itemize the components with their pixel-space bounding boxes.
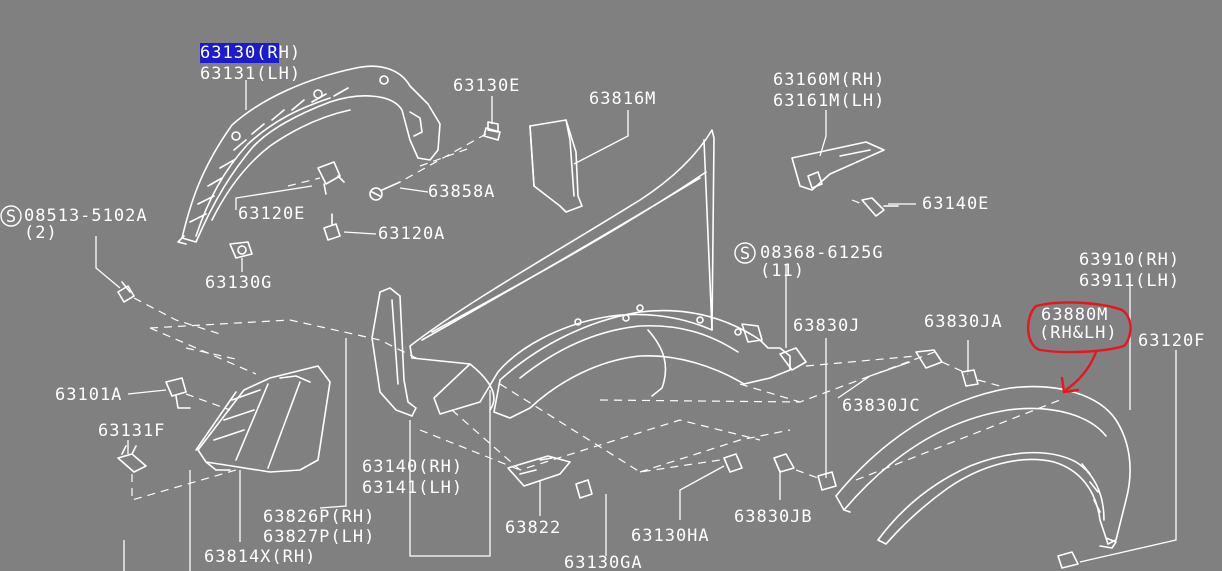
label-63830ja[interactable]: 63830JA	[924, 312, 1003, 332]
label-08513-qty: (2)	[24, 223, 58, 243]
label-63130-rh[interactable]: 63130(RH)	[200, 43, 302, 63]
label-63130e[interactable]: 63130E	[453, 76, 521, 96]
label-63130ha[interactable]: 63130HA	[631, 526, 710, 546]
label-08513-5102a[interactable]: 08513-5102A	[24, 206, 148, 226]
clip-63830j	[779, 347, 807, 371]
fender-extension-63140	[371, 287, 417, 417]
label-63141-lh[interactable]: 63141(LH)	[362, 478, 464, 498]
label-63120f[interactable]: 63120F	[1138, 331, 1206, 351]
label-63830jc[interactable]: 63830JC	[842, 396, 921, 416]
bracket-63160m	[791, 141, 885, 191]
label-63814x-rh[interactable]: 63814X(RH)	[204, 547, 317, 567]
label-63131-lh[interactable]: 63131(LH)	[200, 64, 302, 84]
clip-63131f	[117, 445, 147, 473]
screw-63120a	[323, 213, 341, 241]
highlighted-part-number[interactable]: 63130(R	[200, 43, 279, 63]
bracket-63120e	[317, 161, 345, 195]
clip-63830ja	[915, 349, 979, 387]
label-63140-rh[interactable]: 63140(RH)	[362, 457, 464, 477]
inner-fender-liner	[177, 65, 441, 245]
s-symbol-label-2: S	[739, 244, 752, 264]
screw-63140e	[861, 197, 899, 217]
clip-63830jb	[773, 453, 837, 491]
clip-63101a	[165, 377, 191, 409]
dashed-guide-lines	[131, 133, 1061, 501]
label-63130ga[interactable]: 63130GA	[564, 553, 643, 571]
label-63880m[interactable]: 63880M	[1041, 305, 1109, 325]
label-63140e[interactable]: 63140E	[922, 194, 990, 214]
s-symbol-circles	[0, 205, 756, 264]
label-63120e[interactable]: 63120E	[238, 204, 306, 224]
label-63101a[interactable]: 63101A	[55, 385, 123, 405]
bracket-63822	[507, 455, 571, 487]
seal-63816m	[529, 119, 583, 213]
label-08368-6125g[interactable]: 08368-6125G	[760, 243, 884, 263]
screw-63130ga	[575, 479, 593, 499]
s-symbol-label: S	[5, 207, 18, 227]
label-63911-lh[interactable]: 63911(LH)	[1079, 271, 1181, 291]
label-63830j[interactable]: 63830J	[793, 316, 861, 336]
label-63160m[interactable]: 63160M(RH)	[773, 70, 886, 90]
label-63130g[interactable]: 63130G	[205, 273, 273, 293]
label-63910-rh[interactable]: 63910(RH)	[1079, 250, 1181, 270]
label-63822[interactable]: 63822	[505, 518, 562, 538]
label-08368-qty: (11)	[760, 261, 805, 281]
label-63830jb[interactable]: 63830JB	[734, 507, 813, 527]
label-63826p-rh[interactable]: 63826P(RH)	[263, 507, 376, 527]
label-63816m[interactable]: 63816M	[589, 89, 657, 109]
mud-flap-63826p	[195, 365, 331, 473]
label-63880m-side: (RH&LH)	[1039, 323, 1118, 343]
bolt-08513	[117, 281, 135, 303]
wheel-arch-liner	[493, 309, 791, 419]
label-63161m[interactable]: 63161M(LH)	[773, 91, 886, 111]
leader-lines	[95, 80, 1177, 571]
label-63120a[interactable]: 63120A	[378, 224, 446, 244]
fender-flare-63910	[835, 385, 1131, 569]
front-fender-panel	[409, 129, 715, 415]
screw-63130ha	[723, 453, 743, 473]
grommet-63130g	[229, 241, 253, 259]
label-63827p-lh[interactable]: 63827P(LH)	[263, 527, 376, 547]
label-63131f[interactable]: 63131F	[98, 421, 166, 441]
label-63858a[interactable]: 63858A	[428, 182, 496, 202]
clip-63130e	[483, 121, 501, 141]
red-annotation-circle	[1027, 301, 1132, 394]
screw-63858a	[369, 181, 401, 201]
